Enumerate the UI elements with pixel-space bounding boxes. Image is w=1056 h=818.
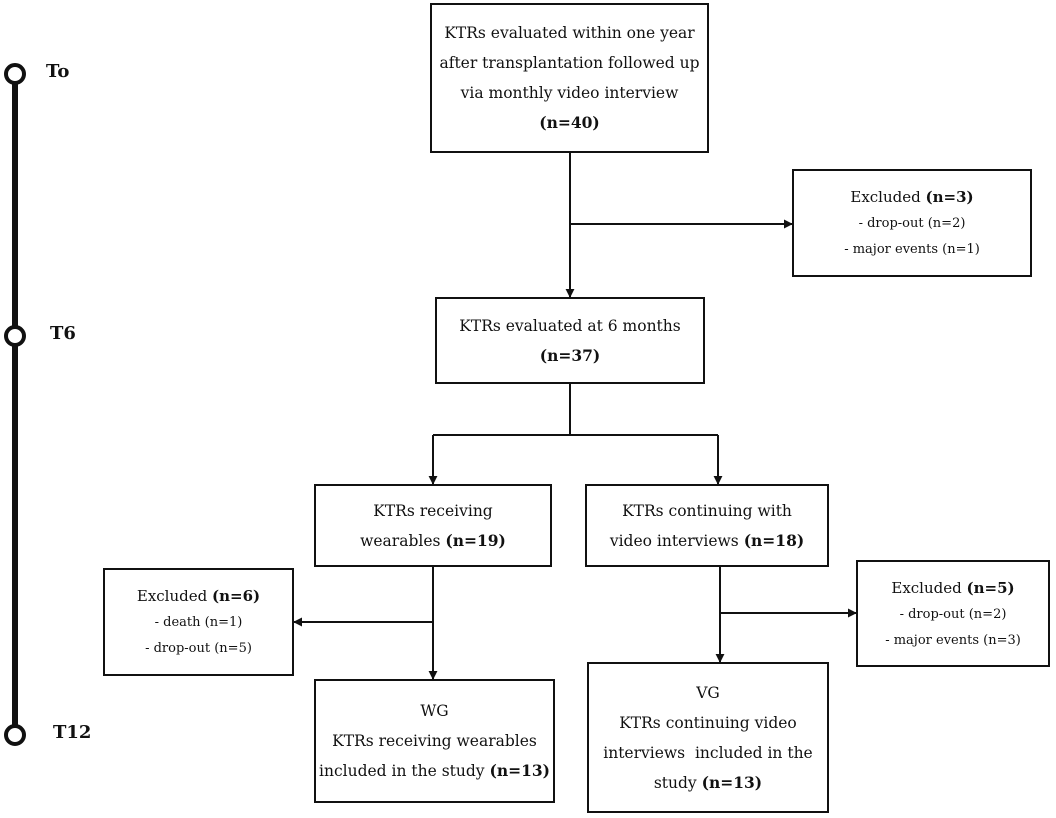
enrolled-line-3: via monthly video interview: [460, 84, 679, 102]
excluded-3-count: (n=5): [966, 578, 1015, 597]
timeline-node-t12: [4, 724, 26, 746]
wg-line-3: included in the study: [319, 762, 485, 780]
enrolled-line-2: after transplantation followed up: [439, 54, 700, 72]
box-excluded-3: Excluded (n=5) - drop-out (n=2) - major …: [856, 560, 1050, 667]
excluded-3-item-2: - major events (n=3): [885, 632, 1021, 648]
excluded-1-item-1: - drop-out (n=2): [858, 216, 966, 231]
timeline-label-t0: To: [46, 61, 70, 82]
box-wearables: KTRs receiving wearables (n=19): [314, 484, 552, 567]
excluded-2-item-2: - drop-out (n=5): [145, 641, 252, 656]
wearables-line-2: wearables: [360, 531, 441, 550]
timeline-label-t12: T12: [53, 722, 92, 743]
excluded-2-count: (n=6): [212, 587, 261, 605]
excluded-3-item-1: - drop-out (n=2): [899, 606, 1007, 622]
wearables-line-1: KTRs receiving: [373, 501, 493, 520]
box-enrolled: KTRs evaluated within one year after tra…: [430, 3, 709, 153]
wg-line-2: KTRs receiving wearables: [332, 732, 537, 750]
wearables-count: (n=19): [445, 530, 506, 550]
vg-count: (n=13): [701, 772, 763, 792]
box-wg: WG KTRs receiving wearables included in …: [314, 679, 555, 803]
six-month-count: (n=37): [539, 345, 601, 365]
video-line-2: video interviews: [609, 531, 739, 550]
box-video: KTRs continuing with video interviews (n…: [585, 484, 829, 567]
enrolled-line-1: KTRs evaluated within one year: [444, 24, 695, 42]
enrolled-count: (n=40): [539, 113, 600, 132]
video-line-1: KTRs continuing with: [622, 501, 792, 520]
excluded-1-item-2: - major events (n=1): [844, 242, 980, 257]
excluded-1-title: Excluded: [850, 188, 921, 206]
box-excluded-2: Excluded (n=6) - death (n=1) - drop-out …: [103, 568, 294, 676]
vg-line-4: study: [653, 773, 697, 792]
box-excluded-1: Excluded (n=3) - drop-out (n=2) - major …: [792, 169, 1032, 277]
timeline-label-t6: T6: [50, 323, 76, 344]
excluded-3-title: Excluded: [891, 578, 962, 597]
box-six-month: KTRs evaluated at 6 months (n=37): [435, 297, 705, 384]
wg-count: (n=13): [489, 761, 550, 780]
vg-line-2: KTRs continuing video: [619, 713, 797, 732]
timeline-node-t0: [4, 63, 26, 85]
video-count: (n=18): [743, 530, 805, 550]
vg-line-3: interviews included in the: [603, 743, 813, 762]
excluded-1-count: (n=3): [925, 188, 974, 206]
excluded-2-title: Excluded: [136, 587, 208, 605]
vg-line-1: VG: [696, 683, 720, 702]
timeline-node-t6: [4, 325, 26, 347]
box-vg: VG KTRs continuing video interviews incl…: [587, 662, 829, 813]
six-month-line-1: KTRs evaluated at 6 months: [459, 316, 681, 335]
wg-line-1: WG: [420, 702, 449, 720]
excluded-2-item-1: - death (n=1): [154, 615, 243, 630]
